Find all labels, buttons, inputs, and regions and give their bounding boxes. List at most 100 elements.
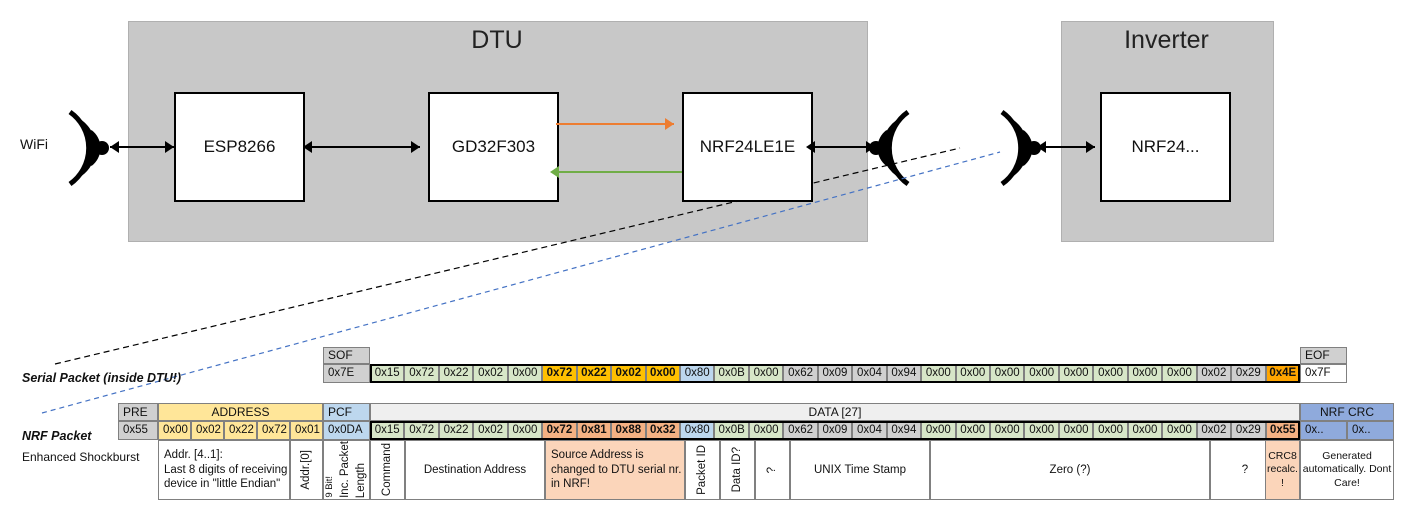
- desc-command-text: Command: [381, 443, 394, 497]
- nrf-byte-15: 0x94: [886, 421, 922, 440]
- serial-byte-3: 0x02: [473, 364, 508, 383]
- serial-byte-7: 0x02: [611, 364, 646, 383]
- serial-byte-20: 0x00: [1058, 364, 1094, 383]
- nrf-byte-6: 0x81: [576, 421, 612, 440]
- desc-zero: Zero (?): [930, 440, 1210, 500]
- nrf-byte-4: 0x00: [507, 421, 543, 440]
- nrf-pcf-header: PCF: [323, 403, 370, 421]
- arrowhead-tx-right: [665, 118, 674, 130]
- serial-byte-21: 0x00: [1093, 364, 1128, 383]
- serial-byte-26: 0x4E: [1265, 364, 1300, 383]
- arrowhead-esp-right: [165, 141, 174, 153]
- desc-addr0-text: Addr.[0]: [300, 450, 313, 490]
- serial-eof-header: EOF: [1300, 347, 1347, 364]
- nrf-byte-16: 0x00: [921, 421, 956, 440]
- nrf-byte-3: 0x02: [473, 421, 508, 440]
- nrf-byte-13: 0x09: [817, 421, 853, 440]
- serial-byte-1: 0x72: [404, 364, 439, 383]
- nrf-crc-byte-1: 0x..: [1347, 421, 1394, 440]
- arrowhead-esp-gd32-right: [411, 141, 420, 153]
- desc-packet-id: Packet ID: [685, 440, 720, 500]
- desc-address-main: Addr. [4..1]: Last 8 digits of receiving…: [158, 440, 290, 500]
- nrf-address-byte-2: 0x22: [224, 421, 257, 440]
- desc-tilde-text: ?: [766, 466, 779, 474]
- serial-byte-16: 0x00: [921, 364, 956, 383]
- packet-tables: Serial Packet (inside DTU!) NRF Packet E…: [0, 340, 1406, 523]
- desc-packet-id-text: Packet ID: [696, 445, 709, 495]
- serial-sof-value: 0x7E: [323, 364, 370, 383]
- arrowhead-rx-left: [550, 166, 559, 178]
- desc-command: Command: [370, 440, 405, 500]
- nrf-byte-0: 0x15: [370, 421, 405, 440]
- serial-byte-10: 0x0B: [714, 364, 749, 383]
- arrowhead-esp-gd32-left: [303, 141, 312, 153]
- nrf-byte-11: 0x00: [748, 421, 784, 440]
- serial-byte-22: 0x00: [1127, 364, 1163, 383]
- arrow-inverter-antenna-to-chip: [1043, 146, 1095, 148]
- block-diagram: DTU Inverter WiFi ESP826: [20, 21, 1274, 414]
- serial-byte-8: 0x00: [645, 364, 680, 383]
- serial-byte-25: 0x29: [1231, 364, 1266, 383]
- serial-byte-5: 0x72: [542, 364, 577, 383]
- serial-byte-15: 0x94: [886, 364, 922, 383]
- nrf-byte-9: 0x80: [680, 421, 715, 440]
- serial-byte-24: 0x02: [1196, 364, 1232, 383]
- serial-byte-19: 0x00: [1024, 364, 1059, 383]
- desc-data-id: Data ID?: [720, 440, 755, 500]
- desc-pcf-line-2: Inc. Packet: [339, 441, 352, 498]
- nrf-pre-header: PRE: [118, 403, 158, 421]
- desc-source-address: Source Address is changed to DTU serial …: [545, 440, 685, 500]
- dtu-title: DTU: [471, 26, 523, 54]
- serial-byte-0: 0x15: [370, 364, 405, 383]
- serial-byte-6: 0x22: [576, 364, 612, 383]
- nrf-packet-label: NRF Packet: [22, 429, 92, 443]
- nrf-byte-23: 0x00: [1162, 421, 1197, 440]
- inverter-rf-antenna-icon: [1000, 109, 1041, 187]
- serial-eof-value: 0x7F: [1300, 364, 1347, 383]
- desc-data-id-text: Data ID?: [731, 447, 744, 493]
- wifi-label: WiFi: [20, 136, 48, 152]
- nrf-byte-20: 0x00: [1058, 421, 1094, 440]
- nrf-byte-18: 0x00: [990, 421, 1025, 440]
- inverter-title: Inverter: [1124, 26, 1209, 54]
- nrf-address-byte-3: 0x72: [257, 421, 290, 440]
- nrf-byte-7: 0x88: [611, 421, 646, 440]
- nrf-byte-19: 0x00: [1024, 421, 1059, 440]
- nrf-byte-8: 0x32: [645, 421, 680, 440]
- chip-nrf24le1e: NRF24LE1E: [682, 92, 813, 202]
- wifi-antenna-icon: [68, 109, 109, 187]
- nrf-packet-sublabel: Enhanced Shockburst: [22, 450, 140, 464]
- serial-byte-11: 0x00: [748, 364, 784, 383]
- nrf-byte-26: 0x55: [1265, 421, 1300, 440]
- desc-pcf-lines: 9 Bit! Inc. Packet Length: [324, 441, 369, 498]
- desc-pcf-line-3: Length: [355, 462, 368, 498]
- arrowhead-inv-right: [1086, 141, 1095, 153]
- arrowhead-nrf-ant-left: [806, 141, 815, 153]
- arrowhead-wifi-left: [110, 141, 119, 153]
- arrow-esp-to-gd32: [309, 146, 420, 148]
- nrf-address-byte-0: 0x00: [158, 421, 191, 440]
- desc-crc8: CRC8 recalc. !: [1265, 440, 1300, 500]
- arrow-nrf-to-antenna: [812, 146, 874, 148]
- arrow-wifi-to-esp: [110, 146, 174, 148]
- nrf-byte-24: 0x02: [1196, 421, 1232, 440]
- arrowhead-inv-left: [1037, 141, 1046, 153]
- desc-destination-address: Destination Address: [405, 440, 545, 500]
- serial-byte-4: 0x00: [507, 364, 543, 383]
- serial-byte-23: 0x00: [1162, 364, 1197, 383]
- nrf-crc-header: NRF CRC: [1300, 403, 1394, 421]
- nrf-byte-5: 0x72: [542, 421, 577, 440]
- serial-sof-header: SOF: [323, 347, 370, 364]
- arrow-gd32-to-nrf-tx: [556, 123, 674, 125]
- serial-byte-18: 0x00: [990, 364, 1025, 383]
- chip-gd32f303: GD32F303: [428, 92, 559, 202]
- nrf-byte-12: 0x62: [783, 421, 818, 440]
- serial-byte-2: 0x22: [438, 364, 474, 383]
- serial-byte-9: 0x80: [680, 364, 715, 383]
- nrf-byte-17: 0x00: [955, 421, 990, 440]
- nrf-crc-byte-0: 0x..: [1300, 421, 1347, 440]
- desc-pcf: 9 Bit! Inc. Packet Length: [323, 440, 370, 500]
- nrf-pre-value: 0x55: [118, 421, 158, 440]
- nrf-byte-22: 0x00: [1127, 421, 1163, 440]
- nrf-byte-1: 0x72: [404, 421, 439, 440]
